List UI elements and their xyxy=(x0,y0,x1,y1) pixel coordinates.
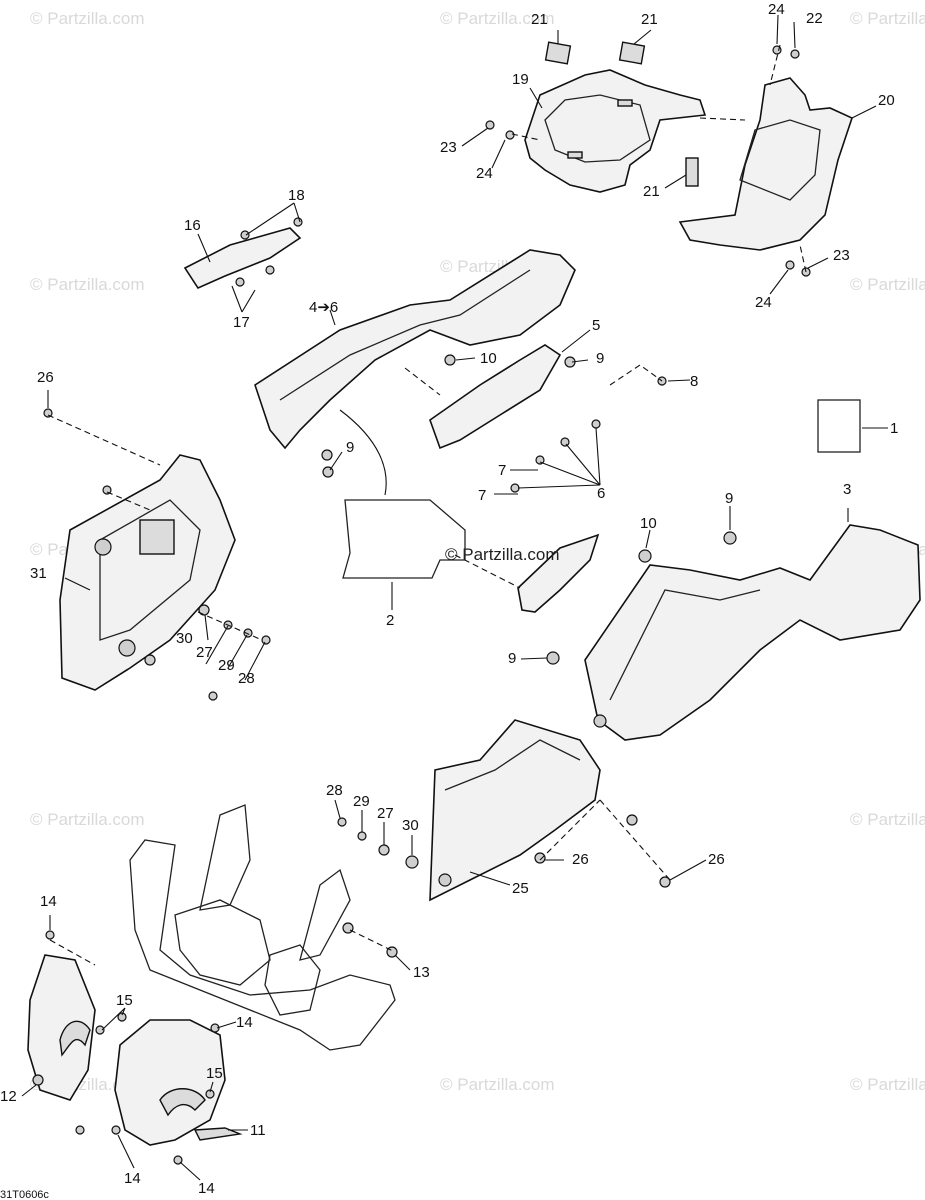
callout-labels: 1 2 3 4➔6 5 6 7 7 8 9 9 9 9 10 10 11 12 … xyxy=(0,1,898,1197)
callout-15: 15 xyxy=(116,992,133,1009)
callout-1: 1 xyxy=(890,420,898,437)
callout-21: 21 xyxy=(531,11,548,28)
callout-20: 20 xyxy=(878,92,895,109)
watermark-text: © Partzilla.com xyxy=(30,9,145,28)
callout-15: 15 xyxy=(206,1065,223,1082)
part-5-small-bracket xyxy=(517,533,600,613)
part-11-right-bumper xyxy=(114,1019,243,1146)
callout-24: 24 xyxy=(476,165,493,182)
callout-29: 29 xyxy=(218,657,235,674)
callout-13: 13 xyxy=(413,964,430,981)
callout-10: 10 xyxy=(480,350,497,367)
callout-27: 27 xyxy=(196,644,213,661)
callout-5: 5 xyxy=(592,317,600,334)
callout-26: 26 xyxy=(572,851,589,868)
clip-21-set xyxy=(544,41,699,187)
callout-25: 25 xyxy=(512,880,529,897)
callout-4-6: 4➔6 xyxy=(309,299,338,316)
callout-31: 31 xyxy=(30,565,47,582)
leader-lines xyxy=(21,14,888,1181)
callout-21: 21 xyxy=(643,183,660,200)
watermark-text: © Partzilla.com xyxy=(440,9,555,28)
callout-14: 14 xyxy=(198,1180,215,1197)
watermark-text: © Partzilla.com xyxy=(30,275,145,294)
callout-7: 7 xyxy=(478,487,486,504)
part-25-lower-panel xyxy=(429,719,601,902)
callout-14: 14 xyxy=(236,1014,253,1031)
callout-7: 7 xyxy=(498,462,506,479)
watermark-text: © Partzilla.com xyxy=(440,1075,555,1094)
callout-23: 23 xyxy=(440,139,457,156)
watermark-text: © Partzilla.com xyxy=(30,810,145,829)
callout-23: 23 xyxy=(833,247,850,264)
callout-21: 21 xyxy=(641,11,658,28)
callout-2: 2 xyxy=(386,612,394,629)
part-31-left-panel xyxy=(59,454,236,691)
drawing-reference: 31T0606c xyxy=(0,1189,49,1200)
assembly-lines xyxy=(47,44,807,966)
part-12-left-bumper xyxy=(27,954,96,1101)
watermark-text: © Partzilla.com xyxy=(850,275,925,294)
callout-30: 30 xyxy=(402,817,419,834)
callout-29: 29 xyxy=(353,793,370,810)
part-4-6-center-console xyxy=(254,249,576,496)
part-20-rear-fender xyxy=(678,77,853,251)
callout-10: 10 xyxy=(640,515,657,532)
callout-6: 6 xyxy=(597,485,605,502)
callout-24: 24 xyxy=(755,294,772,311)
callout-9: 9 xyxy=(508,650,516,667)
callout-19: 19 xyxy=(512,71,529,88)
callout-28: 28 xyxy=(326,782,343,799)
callout-16: 16 xyxy=(184,217,201,234)
callout-12: 12 xyxy=(0,1088,17,1105)
part-1-label-box xyxy=(817,399,861,453)
watermark-text: © Partzilla.com xyxy=(850,1075,925,1094)
callout-8: 8 xyxy=(690,373,698,390)
callout-9: 9 xyxy=(346,439,354,456)
center-watermark: © Partzilla.com xyxy=(445,545,560,564)
part-19-rear-liner xyxy=(524,69,707,193)
callout-14: 14 xyxy=(40,893,57,910)
part-3-right-panel xyxy=(546,524,921,741)
watermark-text: © Partzilla.com xyxy=(850,810,925,829)
part-16-bracket xyxy=(183,217,303,290)
callout-30: 30 xyxy=(176,630,193,647)
callout-22: 22 xyxy=(806,10,823,27)
callout-9: 9 xyxy=(596,350,604,367)
callout-17: 17 xyxy=(233,314,250,331)
callout-9: 9 xyxy=(725,490,733,507)
callout-3: 3 xyxy=(843,481,851,498)
callout-11: 11 xyxy=(250,1122,266,1139)
callout-24: 24 xyxy=(768,1,785,18)
callout-28: 28 xyxy=(238,670,255,687)
callout-14: 14 xyxy=(124,1170,141,1187)
callout-26: 26 xyxy=(708,851,725,868)
part-2-panel xyxy=(342,499,466,579)
watermark-text: © Partzilla.com xyxy=(850,9,925,28)
callout-18: 18 xyxy=(288,187,305,204)
frame-structure xyxy=(129,804,396,1051)
callout-27: 27 xyxy=(377,805,394,822)
callout-26: 26 xyxy=(37,369,54,386)
